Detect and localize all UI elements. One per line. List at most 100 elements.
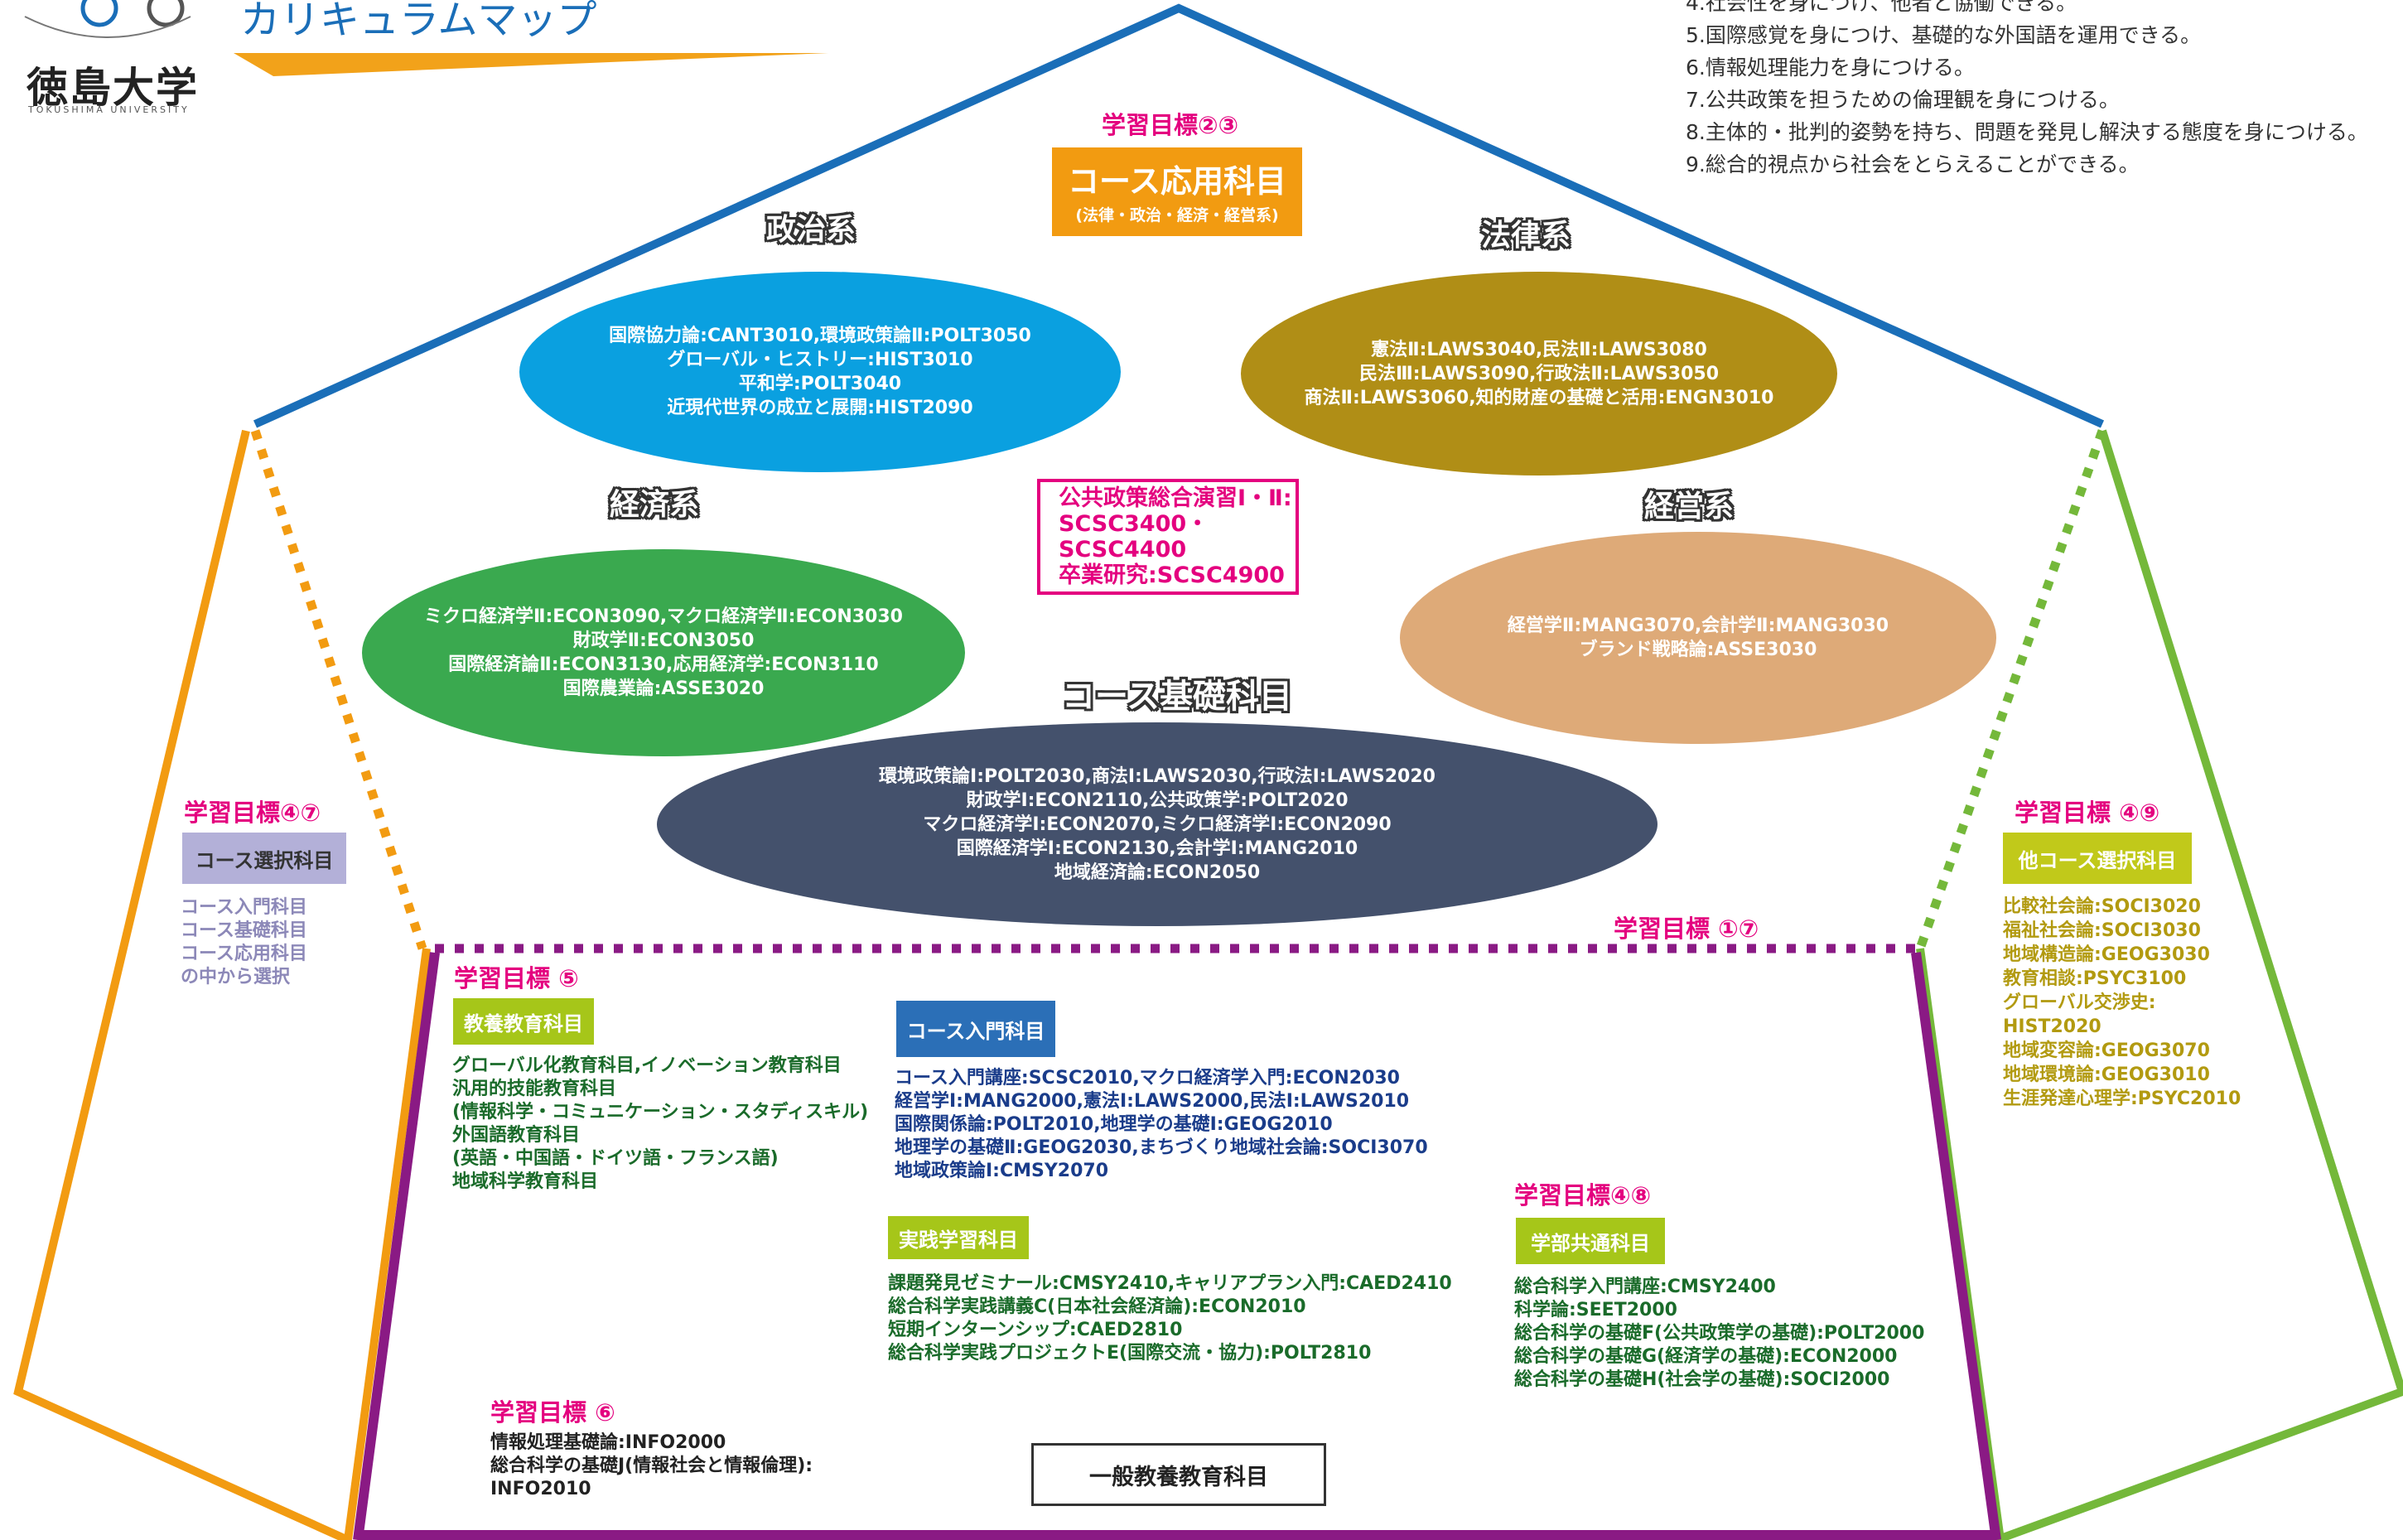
common-item: 科学論:SEET2000 — [1514, 1300, 1677, 1320]
other-elective-goal: 学習目標 ④⑨ — [2015, 799, 2160, 827]
applied-goal: 学習目標②③ — [1102, 111, 1239, 139]
other-elective-list: 比較社会論:SOCI3020 福祉社会論:SOCI3030 地域構造論:GEOG… — [2003, 895, 2241, 1111]
politics-course: 平和学:POLT3040 — [738, 374, 902, 394]
info-list: 情報処理基礎論:INFO2000 総合科学の基礎J(情報社会と情報倫理): IN… — [490, 1431, 813, 1501]
university-romaji: TOKUSHIMA UNIVERSITY — [28, 104, 190, 115]
elective-item: の中から選択 — [181, 967, 291, 987]
liberal-item: 汎用的技能教育科目 — [452, 1079, 617, 1099]
logo-circle-2 — [147, 0, 185, 27]
management-ellipse: 経営学Ⅱ:MANG3070,会計学Ⅱ:MANG3030 ブランド戦略論:ASSE… — [1400, 532, 1996, 744]
header-swoosh — [234, 53, 828, 76]
elective-item: コース応用科目 — [181, 944, 307, 964]
page-title: カリキュラムマップ — [240, 0, 597, 43]
practice-item: 課題発見ゼミナール:CMSY2410,キャリアプラン入門:CAED2410 — [888, 1273, 1452, 1294]
foundation-goal: 学習目標 ①⑦ — [1614, 915, 1759, 943]
seminar-course: 公共政策総合演習Ⅰ・Ⅱ: — [1059, 485, 1292, 511]
liberal-box: 教養教育科目 — [453, 998, 594, 1045]
politics-title: 政治系 — [766, 213, 856, 247]
liberal-item: (情報科学・コミュニケーション・スタディスキル) — [452, 1102, 869, 1122]
law-course: 憲法Ⅱ:LAWS3040,民法Ⅱ:LAWS3080 — [1371, 339, 1707, 360]
common-goal: 学習目標④⑧ — [1514, 1181, 1652, 1209]
basic-courses-title: コース基礎科目 — [1062, 678, 1292, 716]
other-elective-item: 地域環境論:GEOG3010 — [2003, 1064, 2210, 1085]
other-elective-item: 地域変容論:GEOG3070 — [2003, 1040, 2210, 1061]
common-item: 総合科学入門講座:CMSY2400 — [1514, 1277, 1776, 1297]
basic-course: 財政学Ⅰ:ECON2110,公共政策学:POLT2020 — [966, 789, 1349, 811]
other-elective-item: 地域構造論:GEOG3030 — [2003, 944, 2210, 965]
economics-course: 財政学Ⅱ:ECON3050 — [572, 630, 755, 651]
politics-ellipse: 国際協力論:CANT3010,環境政策論Ⅱ:POLT3050 グローバル・ヒスト… — [519, 272, 1121, 472]
other-elective-item: グローバル交渉史: — [2003, 992, 2156, 1013]
left-inner-line — [344, 948, 431, 1540]
politics-course: 近現代世界の成立と展開:HIST2090 — [667, 398, 973, 418]
foundation-right-line — [1911, 952, 2001, 1540]
seminar-box: 公共政策総合演習Ⅰ・Ⅱ: SCSC3400・SCSC4400 卒業研究:SCSC… — [1037, 479, 1299, 595]
elective-item: コース入門科目 — [181, 897, 307, 918]
elective-box: コース選択科目 — [182, 833, 346, 884]
intro-item: 地域政策論Ⅰ:CMSY2070 — [895, 1161, 1109, 1181]
goals-list: 4.社会性を身につけ、他者と協働できる。 5.国際感覚を身につけ、基礎的な外国語… — [1686, 0, 2368, 181]
right-outer-line — [1995, 429, 2403, 1540]
applied-courses-title: コース応用科目 — [1067, 163, 1287, 200]
info-goal: 学習目標 ⑥ — [490, 1398, 615, 1427]
elective-goal: 学習目標④⑦ — [184, 799, 321, 827]
foundation-left-line — [353, 952, 440, 1540]
practice-item: 総合科学実践プロジェクトE(国際交流・協力):POLT2810 — [888, 1343, 1372, 1364]
liberal-item: グローバル化教育科目,イノベーション教育科目 — [452, 1055, 842, 1076]
info-item: INFO2010 — [490, 1479, 591, 1499]
economics-title: 経済系 — [610, 488, 700, 522]
common-item: 総合科学の基礎H(社会学の基礎):SOCI2000 — [1514, 1369, 1890, 1390]
intro-list: コース入門講座:SCSC2010,マクロ経済学入門:ECON2030 経営学Ⅰ:… — [895, 1067, 1428, 1183]
common-item: 総合科学の基礎F(公共政策学の基礎):POLT2000 — [1514, 1323, 1925, 1344]
basic-course: マクロ経済学Ⅰ:ECON2070,ミクロ経済学Ⅰ:ECON2090 — [923, 813, 1392, 835]
info-item: 情報処理基礎論:INFO2000 — [490, 1432, 726, 1453]
applied-courses-subtitle: (法律・政治・経済・経営系) — [1075, 206, 1279, 224]
economics-course: 国際経済論Ⅱ:ECON3130,応用経済学:ECON3110 — [448, 654, 879, 675]
economics-ellipse: ミクロ経済学Ⅱ:ECON3090,マクロ経済学Ⅱ:ECON3030 財政学Ⅱ:E… — [362, 549, 965, 756]
law-course: 商法Ⅱ:LAWS3060,知的財産の基礎と活用:ENGN3010 — [1304, 387, 1774, 408]
liberal-item: 外国語教育科目 — [452, 1125, 581, 1146]
basic-course: 地域経済論:ECON2050 — [1054, 862, 1261, 883]
liberal-item: 地域科学教育科目 — [452, 1171, 599, 1192]
basic-courses-ellipse: 環境政策論Ⅰ:POLT2030,商法Ⅰ:LAWS2030,行政法Ⅰ:LAWS20… — [657, 722, 1657, 926]
practice-list: 課題発見ゼミナール:CMSY2410,キャリアプラン入門:CAED2410 総合… — [888, 1272, 1452, 1365]
other-elective-item: HIST2020 — [2003, 1016, 2101, 1037]
common-box: 学部共通科目 — [1516, 1218, 1665, 1264]
liberal-item: (英語・中国語・ドイツ語・フランス語) — [452, 1148, 779, 1169]
general-education-box: 一般教養教育科目 — [1031, 1443, 1326, 1506]
other-elective-item: 教育相談:PSYC3100 — [2003, 968, 2187, 989]
liberal-list: グローバル化教育科目,イノベーション教育科目 汎用的技能教育科目 (情報科学・コ… — [452, 1055, 868, 1194]
logo-arc — [24, 16, 191, 38]
elective-item: コース基礎科目 — [181, 920, 307, 941]
goals-list-item: 4.社会性を身につけ、他者と協働できる。 — [1686, 0, 2077, 15]
law-course: 民法Ⅲ:LAWS3090,行政法Ⅱ:LAWS3050 — [1358, 363, 1720, 384]
practice-item: 短期インターンシップ:CAED2810 — [888, 1320, 1183, 1340]
management-title: 経営系 — [1644, 490, 1735, 524]
intro-item: 経営学Ⅰ:MANG2000,憲法Ⅰ:LAWS2000,民法Ⅰ:LAWS2010 — [895, 1091, 1410, 1112]
other-elective-item: 福祉社会論:SOCI3030 — [2003, 920, 2201, 941]
goals-list-item: 6.情報処理能力を身につける。 — [1686, 56, 1975, 80]
university-name: 徳島大学 — [27, 64, 199, 112]
economics-course: ミクロ経済学Ⅱ:ECON3090,マクロ経済学Ⅱ:ECON3030 — [424, 606, 903, 627]
practice-box: 実践学習科目 — [888, 1216, 1029, 1259]
liberal-goal: 学習目標 ⑤ — [454, 964, 579, 992]
elective-list: コース入門科目 コース基礎科目 コース応用科目 の中から選択 — [181, 896, 307, 989]
right-dotted-line — [1915, 429, 2107, 950]
intro-item: 地理学の基礎Ⅱ:GEOG2030,まちづくり地域社会論:SOCI3070 — [895, 1137, 1428, 1158]
law-ellipse: 憲法Ⅱ:LAWS3040,民法Ⅱ:LAWS3080 民法Ⅲ:LAWS3090,行… — [1241, 272, 1837, 476]
goals-list-item: 9.総合的視点から社会をとらえることができる。 — [1686, 152, 2140, 176]
other-elective-item: 生涯発達心理学:PSYC2010 — [2003, 1089, 2241, 1109]
seminar-course: 卒業研究:SCSC4900 — [1059, 562, 1285, 588]
common-list: 総合科学入門講座:CMSY2400 科学論:SEET2000 総合科学の基礎F(… — [1514, 1276, 1924, 1392]
left-outer-line — [13, 429, 350, 1540]
management-course: 経営学Ⅱ:MANG3070,会計学Ⅱ:MANG3030 — [1507, 616, 1889, 636]
goals-list-item: 8.主体的・批判的姿勢を持ち、問題を発見し解決する態度を身につける。 — [1686, 120, 2368, 144]
law-title: 法律系 — [1481, 219, 1571, 253]
management-course: ブランド戦略論:ASSE3030 — [1579, 640, 1817, 660]
politics-course: グローバル・ヒストリー:HIST3010 — [667, 350, 973, 370]
goals-list-item: 5.国際感覚を身につけ、基礎的な外国語を運用できる。 — [1686, 23, 2202, 47]
basic-course: 環境政策論Ⅰ:POLT2030,商法Ⅰ:LAWS2030,行政法Ⅰ:LAWS20… — [879, 765, 1436, 787]
logo-circle-1 — [80, 0, 118, 27]
common-item: 総合科学の基礎G(経済学の基礎):ECON2000 — [1514, 1346, 1898, 1367]
